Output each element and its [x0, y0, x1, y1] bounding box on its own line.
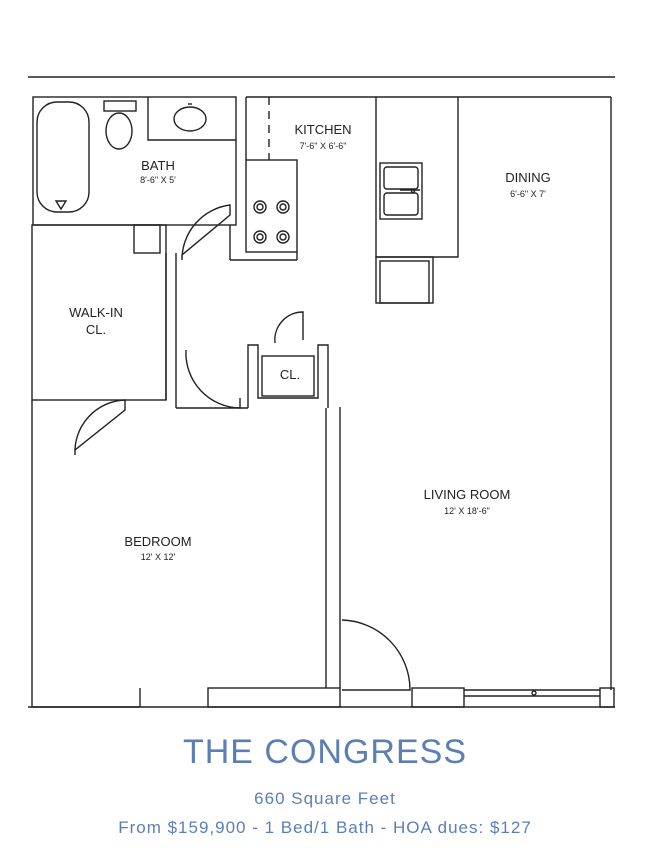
front-door — [341, 619, 411, 691]
bath-dims: 8'-6" X 5' — [140, 175, 176, 185]
living-name: LIVING ROOM — [424, 487, 511, 502]
fridge — [375, 256, 434, 304]
toilet-tank — [103, 100, 137, 112]
floor-plan: KITCHEN 7'-6" X 6'-6" BATH 8'-6" X 5' DI… — [28, 76, 615, 708]
bedroom-dims: 12' X 12' — [141, 552, 176, 562]
dining-dims: 6'-6" X 7' — [510, 189, 546, 199]
walkin-name-line1: WALK-IN — [69, 305, 123, 320]
bath-door — [181, 204, 231, 261]
walkin-name-line2: CL. — [86, 322, 106, 337]
bathtub — [36, 101, 90, 213]
tub-drain — [54, 200, 68, 211]
kitchen-counter — [375, 97, 459, 304]
plan-title: THE CONGRESS — [182, 733, 468, 771]
kitchen-dims: 7'-6" X 6'-6" — [300, 141, 347, 151]
bath-walls — [32, 96, 237, 254]
bedroom-walls — [31, 400, 341, 708]
walkin-door — [74, 399, 126, 456]
front-wall — [411, 687, 615, 708]
dining-name: DINING — [505, 170, 551, 185]
bath-name: BATH — [141, 158, 175, 173]
vanity — [147, 97, 236, 141]
square-feet: 660 Square Feet — [254, 789, 396, 808]
bedroom-door — [185, 349, 241, 409]
closet-name: CL. — [280, 367, 300, 382]
stove — [245, 159, 298, 253]
toilet-bowl — [105, 112, 133, 150]
bedroom-name: BEDROOM — [124, 534, 191, 549]
walkin-walls — [31, 224, 177, 408]
bath-wall-stub — [133, 224, 161, 254]
sink — [173, 106, 207, 132]
price-info: From $159,900 - 1 Bed/1 Bath - HOA dues:… — [118, 818, 532, 837]
living-dims: 12' X 18'-6" — [444, 506, 490, 516]
kitchen-name: KITCHEN — [294, 122, 351, 137]
closet-door — [274, 311, 304, 344]
kitchen-walls — [229, 96, 611, 261]
closet-walls — [247, 344, 329, 408]
